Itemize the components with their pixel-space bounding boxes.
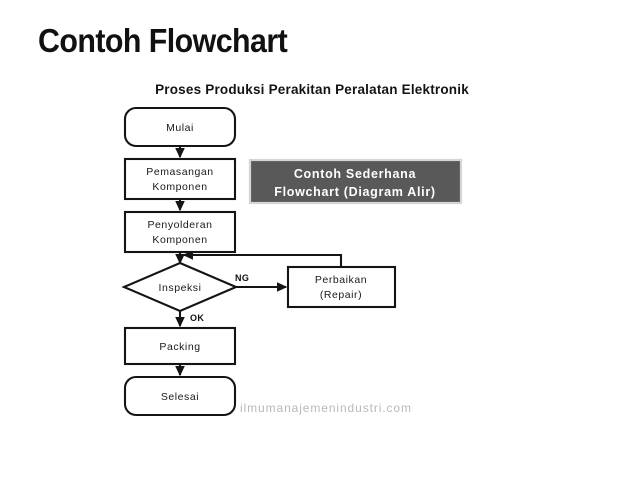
node-mulai[interactable]: Mulai (123, 106, 237, 148)
node-perbaikan-label-line1: Perbaikan (315, 274, 367, 286)
node-packing[interactable]: Packing (123, 326, 237, 366)
node-pemasangan-komponen[interactable]: Pemasangan Komponen (123, 157, 237, 201)
node-penyolderan-komponen[interactable]: Penyolderan Komponen (123, 210, 237, 254)
node-penyolderan-shape (123, 210, 237, 254)
node-inspeksi[interactable]: Inspeksi (121, 261, 239, 313)
node-pemasangan-shape (123, 157, 237, 201)
node-penyolderan-label-line2: Komponen (152, 234, 207, 246)
callout-line1: Contoh Sederhana (294, 167, 417, 181)
node-perbaikan[interactable]: Perbaikan (Repair) (286, 265, 397, 309)
node-inspeksi-shape (121, 261, 239, 313)
node-mulai-label: Mulai (166, 122, 194, 134)
flowchart-title: Proses Produksi Perakitan Peralatan Elek… (155, 82, 469, 97)
node-packing-label: Packing (159, 341, 200, 353)
node-penyolderan-label-line1: Penyolderan (147, 219, 212, 231)
node-mulai-shape (123, 106, 237, 148)
callout-box: Contoh Sederhana Flowchart (Diagram Alir… (248, 158, 463, 205)
node-selesai-label: Selesai (161, 391, 199, 403)
callout-line2: Flowchart (Diagram Alir) (274, 185, 436, 199)
node-selesai-shape (123, 375, 237, 417)
node-packing-shape (123, 326, 237, 366)
edge-label-ok: OK (190, 313, 204, 323)
node-selesai[interactable]: Selesai (123, 375, 237, 417)
edge-label-ng: NG (235, 273, 249, 283)
node-perbaikan-label-line2: (Repair) (320, 289, 362, 301)
connector-perbaikan-feedback-loop (182, 250, 343, 267)
node-perbaikan-shape (286, 265, 397, 309)
node-pemasangan-label-line1: Pemasangan (146, 166, 213, 178)
node-inspeksi-label: Inspeksi (159, 282, 202, 294)
watermark: ilmumanajemenindustri.com (240, 401, 412, 415)
node-pemasangan-label-line2: Komponen (152, 181, 207, 193)
page-title: Contoh Flowchart (38, 22, 288, 59)
callout-box-shape (248, 158, 463, 205)
